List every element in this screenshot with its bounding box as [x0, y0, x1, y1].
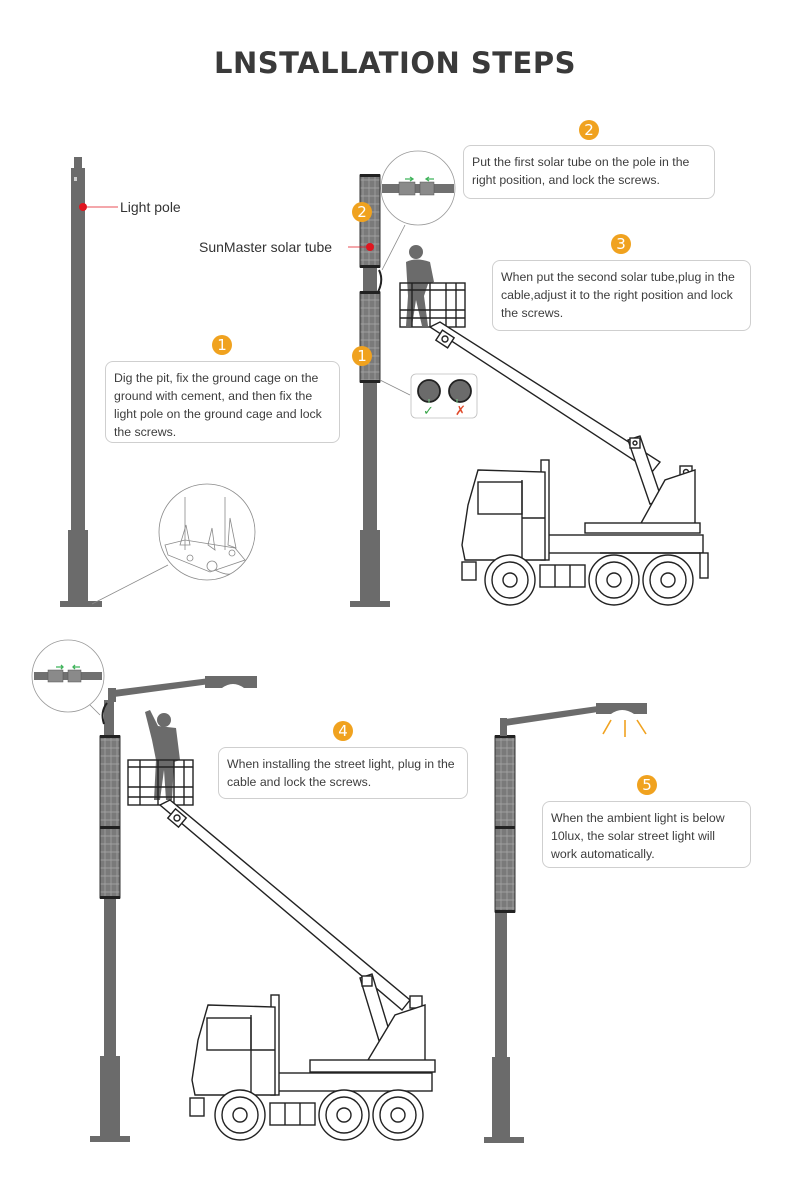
light-pole-label: Light pole [120, 199, 181, 215]
step-5-badge: 5 [637, 775, 657, 795]
aerial-bucket-icon [399, 282, 466, 328]
boom-arm-icon [428, 321, 693, 505]
light-pole-step5-icon [484, 735, 524, 1143]
cable-connector-detail-icon [380, 150, 456, 271]
cross-icon: ✗ [455, 403, 466, 418]
solar-tube-marker-icon [348, 243, 374, 251]
light-beam-icon [602, 719, 647, 737]
solar-tube-label: SunMaster solar tube [199, 239, 333, 255]
truck-wheels-icon [484, 554, 694, 606]
solar-tube-lower-icon [359, 291, 381, 383]
ground-cage-detail-icon [91, 483, 256, 605]
tube-badge-2: 2 [352, 202, 372, 222]
cable-icon [377, 269, 383, 293]
light-pole-with-solar-tubes-icon [350, 265, 390, 607]
truck-wheels-icon-2 [214, 1089, 424, 1141]
alignment-check-box [379, 373, 478, 419]
step-5-card: When the ambient light is below 10lux, t… [542, 801, 751, 868]
cable-connector-detail-icon-2 [31, 639, 105, 716]
light-pole-icon [60, 157, 102, 607]
bucket-truck-icon-2 [189, 994, 436, 1126]
step-3-badge: 3 [611, 234, 631, 254]
step-3-card: When put the second solar tube,plug in t… [492, 260, 751, 331]
step-2-badge: 2 [579, 120, 599, 140]
street-light-arm-icon [108, 676, 257, 702]
step-2-card: Put the first solar tube on the pole in … [463, 145, 715, 199]
tube-badge-1: 1 [352, 346, 372, 366]
street-light-head-icon [500, 703, 647, 736]
boom-arm-icon-2 [158, 799, 423, 1045]
step-1-card: Dig the pit, fix the ground cage on the … [105, 361, 340, 443]
worker-icon-2 [145, 710, 180, 800]
page-title: LNSTALLATION STEPS [214, 46, 576, 80]
light-pole-marker-icon [79, 203, 118, 211]
step-4-card: When installing the street light, plug i… [218, 747, 468, 799]
step-1-badge: 1 [212, 335, 232, 355]
cable-icon [101, 702, 108, 725]
check-icon: ✓ [423, 403, 434, 418]
light-pole-step4-icon [90, 700, 130, 1142]
bucket-truck-icon [461, 459, 709, 588]
step-4-badge: 4 [333, 721, 353, 741]
